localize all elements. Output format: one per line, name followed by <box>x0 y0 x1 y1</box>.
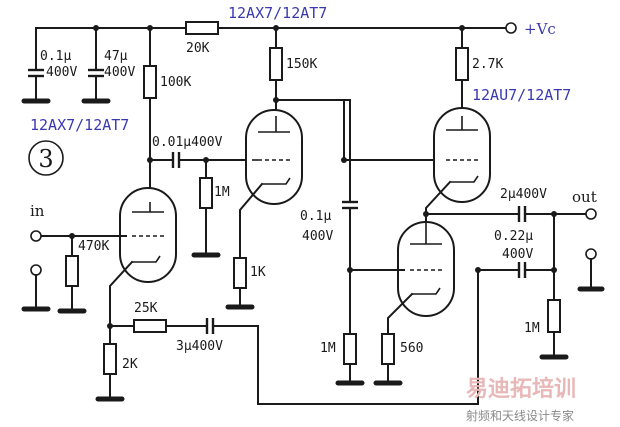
label-100k: 100K <box>160 75 191 90</box>
label-cf1-value: 0.1μ <box>40 49 71 64</box>
resistor-1m-grid2 <box>199 177 213 209</box>
label-560: 560 <box>400 341 423 356</box>
label-tube-v1v2: 12AX7/12AT7 <box>228 4 327 22</box>
vacuum-tube-v2 <box>245 109 303 205</box>
label-tube-v3v4: 12AU7/12AT7 <box>472 86 571 104</box>
label-cf2-value: 47μ <box>104 49 128 64</box>
label-2-7k: 2.7K <box>472 57 503 72</box>
resistor-560 <box>381 333 395 365</box>
resistor-20k <box>185 21 219 35</box>
resistor-2k <box>103 343 117 375</box>
resistor-1m-out <box>547 299 561 333</box>
label-coupling-cap: 0.01μ400V <box>152 135 223 150</box>
resistor-1m-grid4 <box>343 333 357 365</box>
out-ground-terminal <box>585 248 597 260</box>
label-1m-grid2: 1M <box>214 185 230 200</box>
filter-capacitor-2 <box>81 68 111 104</box>
label-cf1-volt: 400V <box>46 65 77 80</box>
label-out-cap2-volt: 400V <box>502 247 533 262</box>
resistor-100k <box>143 65 157 99</box>
label-2k: 2K <box>122 357 138 372</box>
stage-number-badge <box>28 140 64 176</box>
resistor-150k <box>269 47 283 81</box>
label-bypass-cap-volt: 400V <box>302 229 333 244</box>
supply-rail <box>35 22 517 71</box>
resistor-1k <box>233 257 247 289</box>
watermark-brand: 易迪拓培训 <box>466 376 576 402</box>
resistor-2-7k <box>455 47 469 81</box>
label-bypass-cap-value: 0.1μ <box>300 209 331 224</box>
vc-terminal <box>505 22 517 34</box>
label-in: in <box>30 202 45 220</box>
resistor-25k <box>133 319 167 333</box>
in-ground-terminal <box>30 264 42 276</box>
label-out: out <box>572 188 597 206</box>
label-150k: 150K <box>286 57 317 72</box>
out-terminal <box>585 208 597 220</box>
filter-capacitor-1 <box>21 68 51 104</box>
label-20k: 20K <box>186 41 210 56</box>
label-1k: 1K <box>250 265 266 280</box>
label-fb-cap: 3μ400V <box>176 339 223 354</box>
in-terminal <box>30 230 42 242</box>
label-out-cap1: 2μ400V <box>500 187 547 202</box>
vacuum-tube-v1 <box>119 187 177 283</box>
stage-number: 3 <box>38 145 53 173</box>
label-1m-grid4: 1M <box>320 341 336 356</box>
watermark-tagline: 射频和天线设计专家 <box>466 408 574 423</box>
vacuum-tube-v4 <box>397 221 455 317</box>
vacuum-tube-v3 <box>433 107 491 203</box>
resistor-470k <box>65 255 79 287</box>
label-470k: 470K <box>78 239 109 254</box>
label-tube-v1: 12AX7/12AT7 <box>30 116 129 134</box>
label-out-cap2-value: 0.22μ <box>494 229 533 244</box>
label-25k: 25K <box>134 301 158 316</box>
label-vc: +Vc <box>524 20 556 38</box>
label-1m-out: 1M <box>524 321 540 336</box>
label-cf2-volt: 400V <box>104 65 135 80</box>
